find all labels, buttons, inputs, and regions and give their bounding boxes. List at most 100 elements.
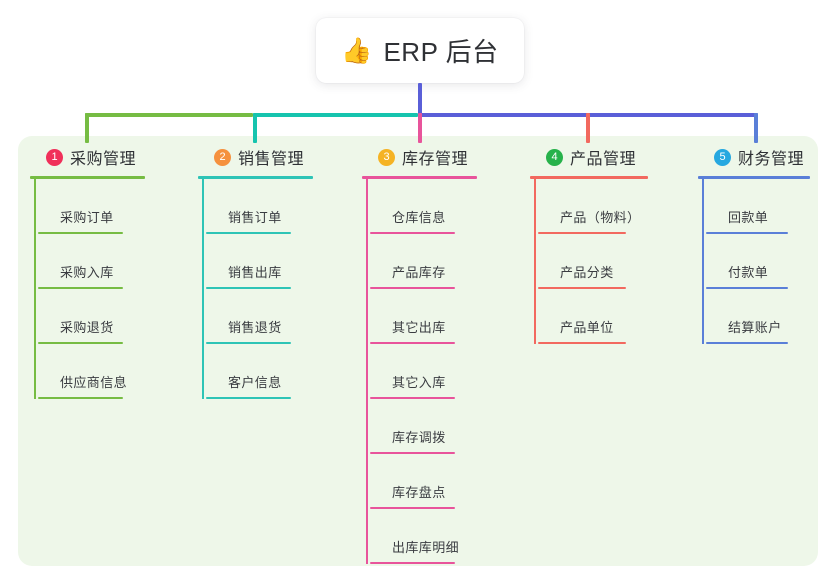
leaf-label: 库存盘点: [392, 485, 446, 500]
leaf-label: 销售订单: [228, 210, 282, 225]
branch-column-sales: 2 销售管理销售订单销售出库销售退货客户信息: [198, 145, 353, 399]
branch-header-purchasing[interactable]: 1 采购管理: [30, 145, 185, 169]
leaf-node[interactable]: 出库库明细: [366, 509, 517, 564]
leaf-rule: [706, 287, 788, 289]
leaf-rule: [370, 342, 455, 344]
leaf-node[interactable]: 产品（物料）: [534, 179, 690, 234]
leaf-label: 结算账户: [728, 320, 782, 335]
leaf-node[interactable]: 回款单: [702, 179, 816, 234]
leaf-rule: [706, 342, 788, 344]
branch-body-sales: 销售订单销售出库销售退货客户信息: [198, 179, 353, 399]
leaf-label: 采购退货: [60, 320, 114, 335]
branch-header-finance[interactable]: 5 财务管理: [698, 145, 816, 169]
leaf-node[interactable]: 库存盘点: [366, 454, 517, 509]
leaf-label: 产品（物料）: [560, 210, 641, 225]
root-vertical-connector: [418, 83, 422, 115]
leaf-node[interactable]: 销售订单: [202, 179, 353, 234]
branch-badge-inventory: 3: [378, 148, 395, 166]
leaf-node[interactable]: 销售出库: [202, 234, 353, 289]
leaf-label: 仓库信息: [392, 210, 446, 225]
leaf-rule: [706, 232, 788, 234]
leaf-node[interactable]: 供应商信息: [34, 344, 185, 399]
leaf-node[interactable]: 采购退货: [34, 289, 185, 344]
leaf-label: 产品分类: [560, 265, 614, 280]
leaf-node[interactable]: 其它出库: [366, 289, 517, 344]
connector-stub-product: [586, 113, 590, 143]
branch-title-finance: 财务管理: [738, 151, 805, 168]
leaf-node[interactable]: 采购入库: [34, 234, 185, 289]
thumbs-up-icon: 👍: [341, 36, 373, 65]
leaf-rule: [370, 562, 455, 564]
leaf-node[interactable]: 仓库信息: [366, 179, 517, 234]
leaf-rule: [38, 342, 123, 344]
leaf-rule: [38, 397, 123, 399]
branch-header-rule-product: [530, 176, 648, 179]
branch-title-purchasing: 采购管理: [70, 151, 137, 168]
connector-segment-purchasing: [85, 113, 253, 117]
branch-badge-product: 4: [546, 148, 563, 166]
leaf-rule: [538, 287, 626, 289]
root-node-card[interactable]: 👍 ERP 后台: [316, 18, 524, 83]
leaf-node[interactable]: 付款单: [702, 234, 816, 289]
connector-stub-purchasing: [85, 113, 89, 143]
leaf-label: 销售出库: [228, 265, 282, 280]
branch-column-purchasing: 1 采购管理采购订单采购入库采购退货供应商信息: [30, 145, 185, 399]
branch-badge-finance: 5: [714, 148, 731, 166]
branch-header-rule-finance: [698, 176, 810, 179]
branch-badge-sales: 2: [214, 148, 231, 166]
leaf-rule: [370, 232, 455, 234]
branch-badge-purchasing: 1: [46, 148, 63, 166]
leaf-node[interactable]: 销售退货: [202, 289, 353, 344]
branch-title-product: 产品管理: [570, 151, 637, 168]
branch-column-product: 4 产品管理产品（物料） 产品分类产品单位: [530, 145, 690, 344]
branch-body-purchasing: 采购订单采购入库采购退货供应商信息: [30, 179, 185, 399]
leaf-label: 销售退货: [228, 320, 282, 335]
branch-spine-sales: [202, 179, 204, 399]
branch-column-finance: 5 财务管理回款单付款单结算账户: [698, 145, 816, 344]
branch-header-product[interactable]: 4 产品管理: [530, 145, 690, 169]
branch-title-inventory: 库存管理: [402, 151, 469, 168]
leaf-label: 库存调拨: [392, 430, 446, 445]
leaf-node[interactable]: 采购订单: [34, 179, 185, 234]
leaf-rule: [206, 397, 291, 399]
branch-spine-product: [534, 179, 536, 344]
branch-spine-inventory: [366, 179, 368, 564]
leaf-rule: [538, 232, 626, 234]
branch-header-inventory[interactable]: 3 库存管理: [362, 145, 517, 169]
connector-stub-sales: [253, 113, 257, 143]
branch-header-rule-purchasing: [30, 176, 145, 179]
leaf-label: 供应商信息: [60, 375, 128, 390]
leaf-node[interactable]: 客户信息: [202, 344, 353, 399]
branch-body-product: 产品（物料） 产品分类产品单位: [530, 179, 690, 344]
diagram-background-panel: [18, 136, 818, 566]
leaf-rule: [370, 397, 455, 399]
leaf-label: 产品单位: [560, 320, 614, 335]
leaf-rule: [38, 232, 123, 234]
leaf-label: 出库库明细: [392, 540, 460, 555]
leaf-node[interactable]: 其它入库: [366, 344, 517, 399]
branch-body-inventory: 仓库信息产品库存其它出库其它入库库存调拨库存盘点出库库明细: [362, 179, 517, 564]
connector-stub-finance: [754, 113, 758, 143]
leaf-rule: [206, 287, 291, 289]
leaf-node[interactable]: 库存调拨: [366, 399, 517, 454]
connector-stub-inventory: [418, 113, 422, 143]
branch-header-rule-sales: [198, 176, 313, 179]
leaf-rule: [370, 287, 455, 289]
branch-body-finance: 回款单付款单结算账户: [698, 179, 816, 344]
branch-title-sales: 销售管理: [238, 151, 305, 168]
leaf-node[interactable]: 产品单位: [534, 289, 690, 344]
branch-spine-purchasing: [34, 179, 36, 399]
leaf-node[interactable]: 产品分类: [534, 234, 690, 289]
branch-header-rule-inventory: [362, 176, 477, 179]
leaf-node[interactable]: 产品库存: [366, 234, 517, 289]
leaf-rule: [538, 342, 626, 344]
leaf-rule: [370, 507, 455, 509]
leaf-label: 其它出库: [392, 320, 446, 335]
branch-header-sales[interactable]: 2 销售管理: [198, 145, 353, 169]
leaf-label: 其它入库: [392, 375, 446, 390]
root-node-title: ERP 后台: [383, 37, 499, 67]
leaf-node[interactable]: 结算账户: [702, 289, 816, 344]
leaf-label: 产品库存: [392, 265, 446, 280]
